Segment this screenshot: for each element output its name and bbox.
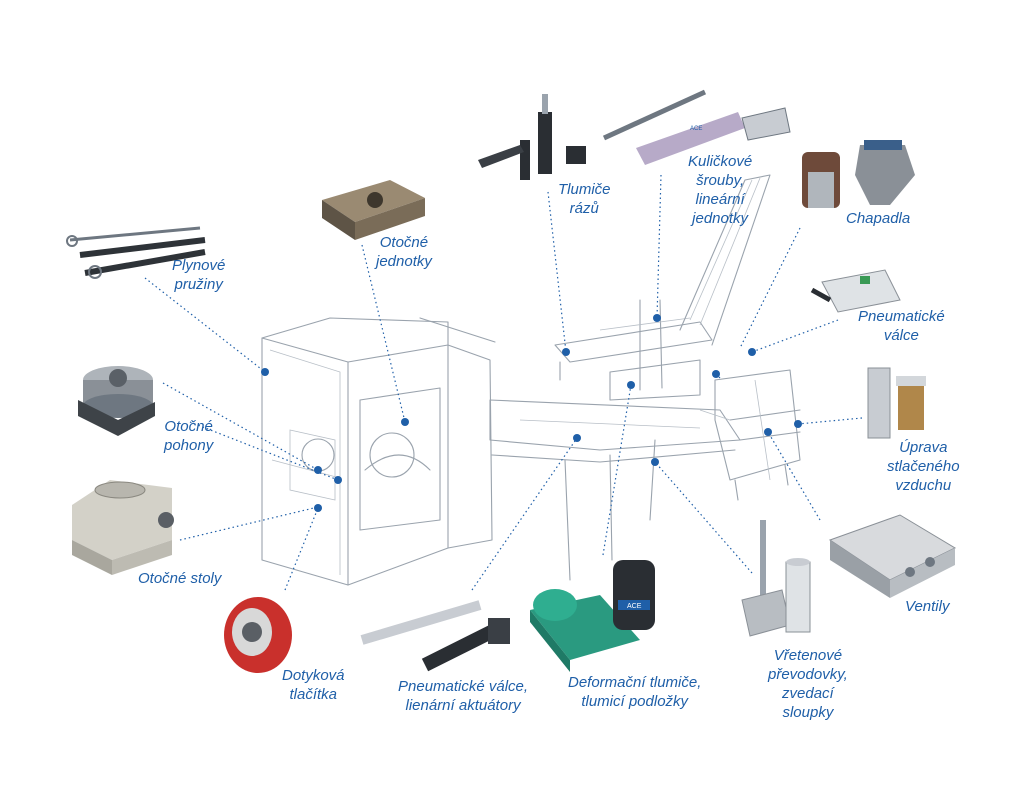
callout-dots — [261, 314, 802, 512]
machine-sketch — [261, 174, 801, 586]
label-uprava-vzduchu: Úprava stlačeného vzduchu — [887, 439, 960, 494]
label-kulickove-srouby: Kuličkové šrouby, lineární jednotky — [688, 153, 753, 227]
gas-springs-product — [66, 226, 206, 279]
ace-logo: ACE — [627, 603, 642, 610]
rotary-table-product — [72, 480, 174, 575]
touch-button-product — [224, 597, 292, 673]
label-deformacni-tlumice: Deformační tlumiče, tlumicí podložky — [568, 674, 702, 710]
rotary-drive-product — [78, 366, 155, 436]
screw-jacks-product — [741, 520, 811, 637]
rotary-unit-product — [322, 180, 425, 240]
label-chapadla: Chapadla — [846, 210, 911, 227]
label-plynove-pruziny: Plynové pružiny — [172, 257, 226, 293]
air-preparation-product — [867, 367, 926, 439]
label-ventily: Ventily — [905, 598, 950, 615]
leader-lines — [144, 174, 863, 591]
label-tlumice-razu: Tlumiče rázů — [558, 181, 611, 217]
label-pneumaticke-valce-top: Pneumatické válce — [858, 308, 945, 344]
valves-product — [828, 514, 957, 598]
linear-unit-product: ACE — [602, 89, 791, 165]
grippers-product — [802, 140, 915, 208]
label-otocne-pohony: Otočné pohony — [164, 418, 214, 454]
label-pneumaticke-valce-aktuatory: Pneumatické válce, lienární aktuátory — [398, 678, 529, 714]
label-vretenove-prevodovky: Vřetenové převodovky, zvedací sloupky — [768, 647, 848, 721]
label-dotykova-tlacitka: Dotyková tlačítka — [282, 667, 345, 703]
deformation-dampers-product: ACE — [530, 560, 655, 672]
label-otocne-jednotky: Otočné jednotky — [376, 234, 432, 270]
pneumatic-cylinder-product — [810, 269, 901, 313]
label-otocne-stoly: Otočné stoly — [138, 570, 222, 587]
shock-absorbers-product — [478, 94, 586, 180]
linear-actuators-product — [360, 600, 510, 672]
linear-unit-logo: ACE — [690, 126, 702, 132]
